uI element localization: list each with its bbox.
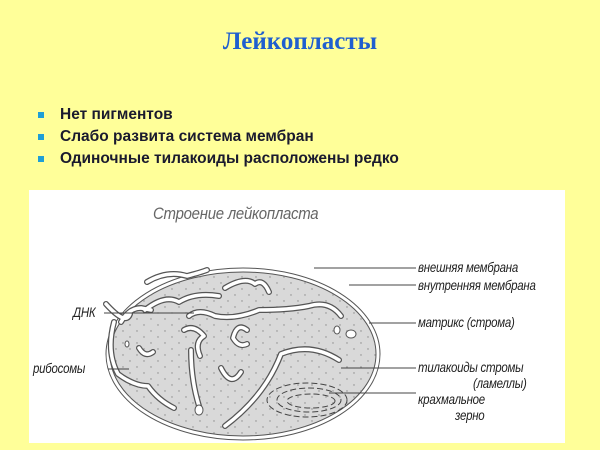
label-outer-membrane: внешняя мембрана (418, 259, 518, 275)
label-starch-grain: крахмальное (418, 391, 485, 407)
bullet-item: Нет пигментов (38, 104, 399, 126)
label-stroma-thylakoids: тилакоиды стромы (418, 359, 524, 375)
leucoplast-illustration (103, 267, 416, 441)
diagram-title: Строение лейкопласта (153, 204, 319, 223)
square-bullet-icon (38, 112, 44, 118)
slide-title: Лейкопласты (222, 28, 378, 55)
label-matrix: матрикс (строма) (418, 314, 515, 330)
bullet-list: Нет пигментов Слабо развита система мемб… (38, 104, 399, 170)
leucoplast-diagram: Строение лейкопласта (29, 190, 565, 443)
square-bullet-icon (38, 134, 44, 140)
bullet-item: Одиночные тилакоиды расположены редко (38, 148, 399, 170)
square-bullet-icon (38, 156, 44, 162)
label-inner-membrane: внутренняя мембрана (418, 277, 536, 293)
label-ribosomes: рибосомы (33, 360, 86, 376)
label-dna: ДНК (73, 304, 96, 320)
label-lamellae: (ламеллы) (473, 375, 527, 391)
bullet-item: Слабо развита система мембран (38, 126, 399, 148)
label-starch-grain-2: зерно (455, 407, 485, 423)
